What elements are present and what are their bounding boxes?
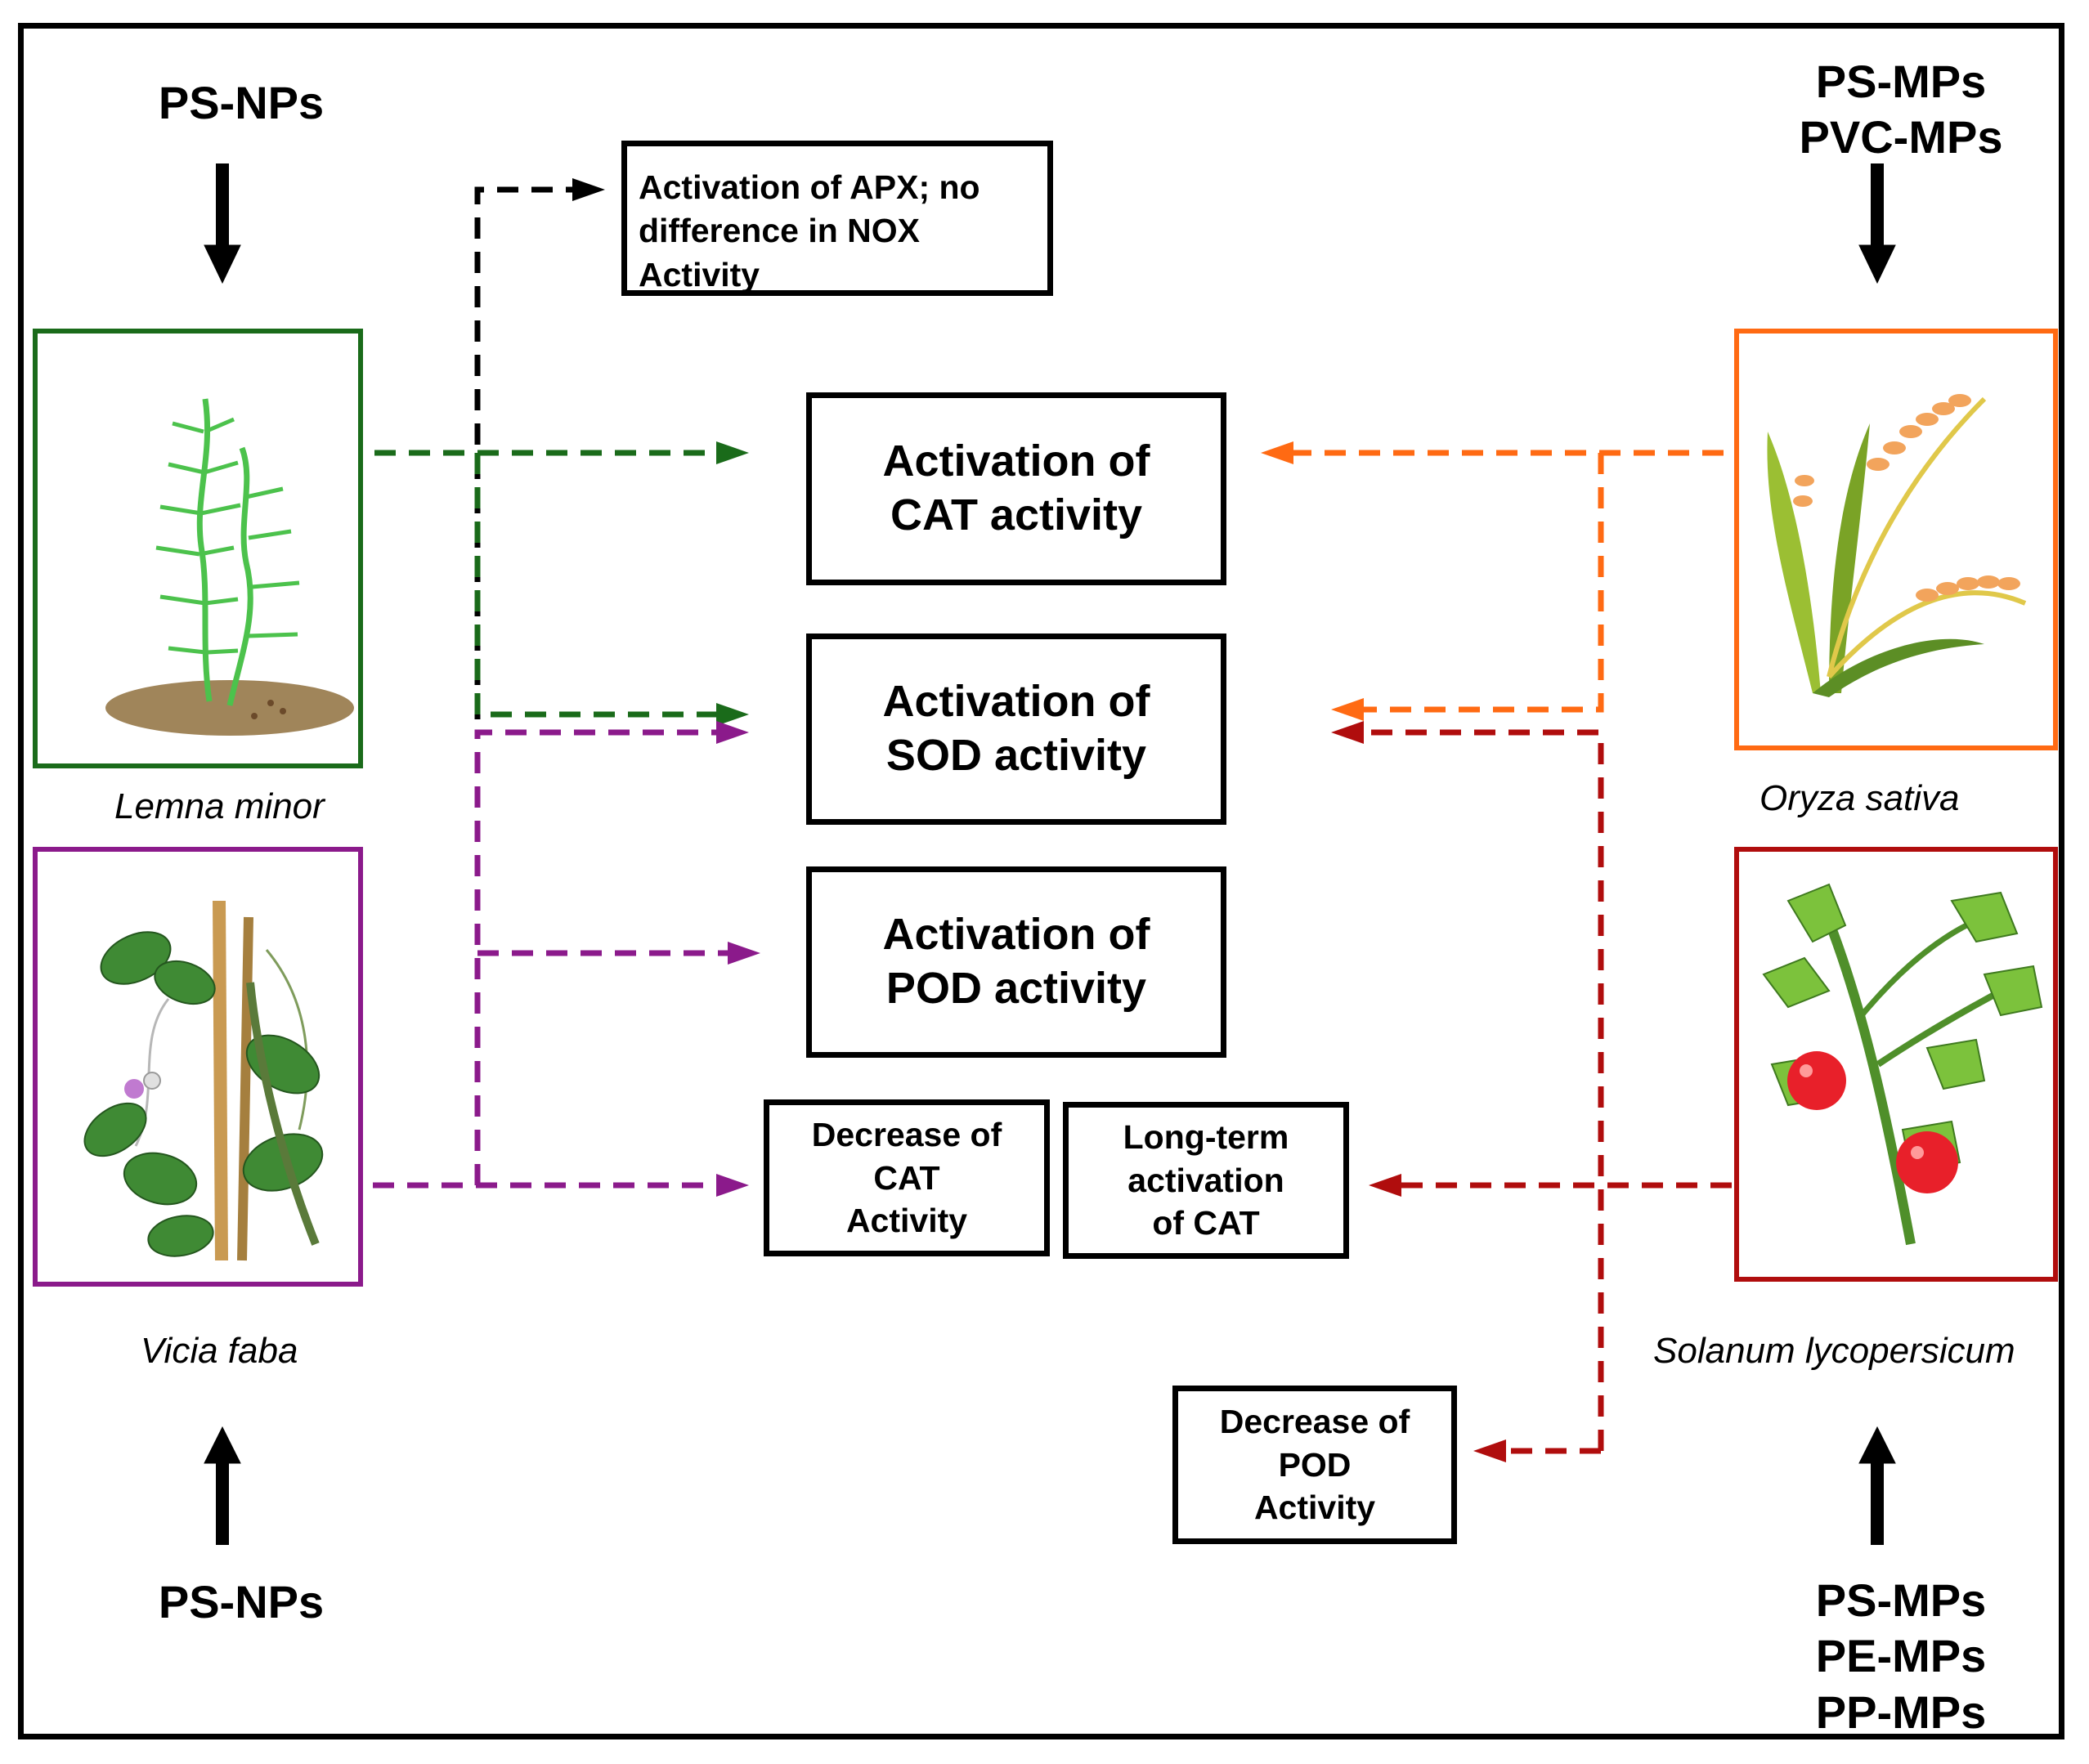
dashed-connector-vicia-sod [474,729,716,1185]
solanum-connectors [1331,721,1732,1462]
diagram-frame [18,23,2064,1739]
vicia-faba-frame [33,847,363,1287]
arrowhead-solanum-pod-decrease [1473,1439,1506,1462]
solanum-lycopersicum-frame [1734,847,2058,1282]
bean-plant-icon [83,900,324,1261]
dashed-connector-oryza-sod [1364,453,1604,713]
arrowhead-apx [572,178,605,201]
species-label-vicia-faba: Vicia faba [141,1331,298,1371]
box-sod-activation: Activation of SOD activity [806,634,1226,825]
green-plant-icon [105,398,354,736]
lemna-minor-frame [33,329,363,768]
arrowhead-vicia-sod [716,721,749,744]
rice-plant-icon [1767,394,2027,697]
oryza-connectors [1261,441,1724,721]
arrowhead-lemna-sod [716,703,749,726]
arrowhead-vicia-pod [728,942,760,965]
dashed-connector-solanum-sod [1364,729,1604,1451]
arrowhead-mps-to-oryza [1858,244,1896,284]
lemna-connectors [374,441,749,726]
vicia-connectors [373,721,760,1197]
box-cat-longterm-activation: Long-term activation of CAT [1063,1102,1349,1259]
box-pod-activation: Activation of POD activity [806,866,1226,1058]
dashed-connector-lemna-sod [474,453,716,718]
box-cat-activation: Activation of CAT activity [806,392,1226,585]
exposure-label-bottom-left: PS-NPs [158,1576,325,1627]
arrowhead-oryza-cat [1261,441,1293,464]
exposure-arrows [204,163,1896,1545]
arrowhead-solanum-cat-longterm [1369,1174,1401,1197]
box-apx-activation: Activation of APX; no difference in NOX … [621,141,1053,296]
arrowhead-ps-nps-to-vicia [204,1426,241,1464]
species-label-solanum-lycopersicum: Solanum lycopersicum [1653,1331,2015,1371]
exposure-label-top-right: PS-MPs PVC-MPs [1799,56,2003,163]
box-cat-decrease: Decrease of CAT Activity [764,1099,1050,1256]
oryza-sativa-frame [1734,329,2058,750]
box-pod-decrease: Decrease of POD Activity [1172,1386,1457,1544]
arrowhead-lemna-cat [716,441,749,464]
exposure-label-bottom-right: PS-MPs PE-MPs PP-MPs [1815,1574,1987,1738]
arrowhead-solanum-sod [1331,721,1364,744]
exposure-label-top-left: PS-NPs [158,77,325,128]
species-label-oryza-sativa: Oryza sativa [1760,778,1960,818]
arrowhead-ps-nps-to-lemna [204,244,241,284]
tomato-plant-icon [1762,883,2043,1246]
species-label-lemna-minor: Lemna minor [114,786,325,826]
arrowhead-vicia-cat-decrease [716,1174,749,1197]
arrowhead-oryza-sod [1331,698,1364,721]
arrowhead-mps-to-solanum [1858,1426,1896,1464]
